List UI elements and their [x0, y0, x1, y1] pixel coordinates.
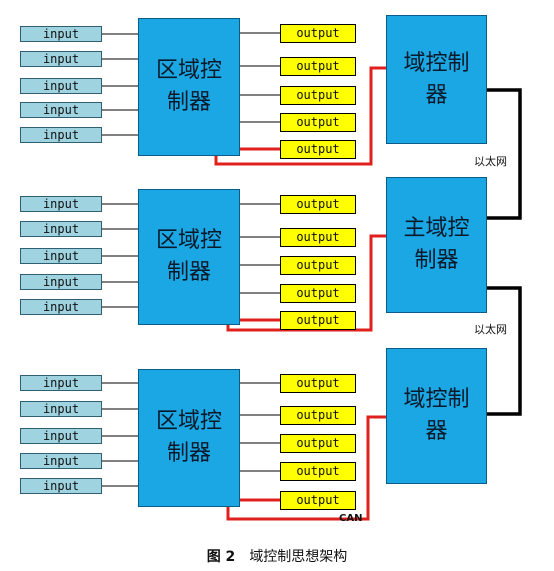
main-domain-controller: 主域控 制器 — [386, 177, 487, 313]
input-box: input — [20, 127, 102, 143]
zone-controller: 区域控 制器 — [138, 189, 240, 325]
input-box: input — [20, 299, 102, 315]
output-box: output — [280, 86, 356, 105]
input-box: input — [20, 478, 102, 494]
output-box: output — [280, 140, 356, 159]
input-box: input — [20, 78, 102, 94]
zone-controller: 区域控 制器 — [138, 369, 240, 507]
output-box: output — [280, 113, 356, 132]
figure-title: 域控制思想架构 — [249, 549, 348, 565]
input-box: input — [20, 401, 102, 417]
input-box: input — [20, 221, 102, 237]
ethernet-label-bottom: 以太网 — [474, 323, 507, 336]
figure-number: 图 2 — [206, 549, 236, 565]
output-box: output — [280, 284, 356, 303]
input-box: input — [20, 274, 102, 290]
input-box: input — [20, 26, 102, 42]
input-box: input — [20, 51, 102, 67]
output-box: output — [280, 491, 356, 510]
input-box: input — [20, 102, 102, 118]
output-box: output — [280, 256, 356, 275]
domain-controller-top: 域控制 器 — [386, 15, 487, 144]
output-box: output — [280, 311, 356, 330]
can-label: CAN — [339, 513, 363, 524]
output-box: output — [280, 374, 356, 393]
output-box: output — [280, 24, 356, 43]
input-box: input — [20, 453, 102, 469]
output-box: output — [280, 228, 356, 247]
output-box: output — [280, 195, 356, 214]
zone-controller: 区域控 制器 — [138, 18, 240, 156]
output-box: output — [280, 57, 356, 76]
input-box: input — [20, 196, 102, 212]
input-box: input — [20, 248, 102, 264]
output-box: output — [280, 462, 356, 481]
ethernet-label-top: 以太网 — [474, 155, 507, 168]
input-box: input — [20, 428, 102, 444]
output-box: output — [280, 434, 356, 453]
domain-controller-bottom: 域控制 器 — [386, 348, 487, 484]
input-box: input — [20, 375, 102, 391]
figure-caption: 图 2 域控制思想架构 — [0, 546, 554, 566]
output-box: output — [280, 406, 356, 425]
